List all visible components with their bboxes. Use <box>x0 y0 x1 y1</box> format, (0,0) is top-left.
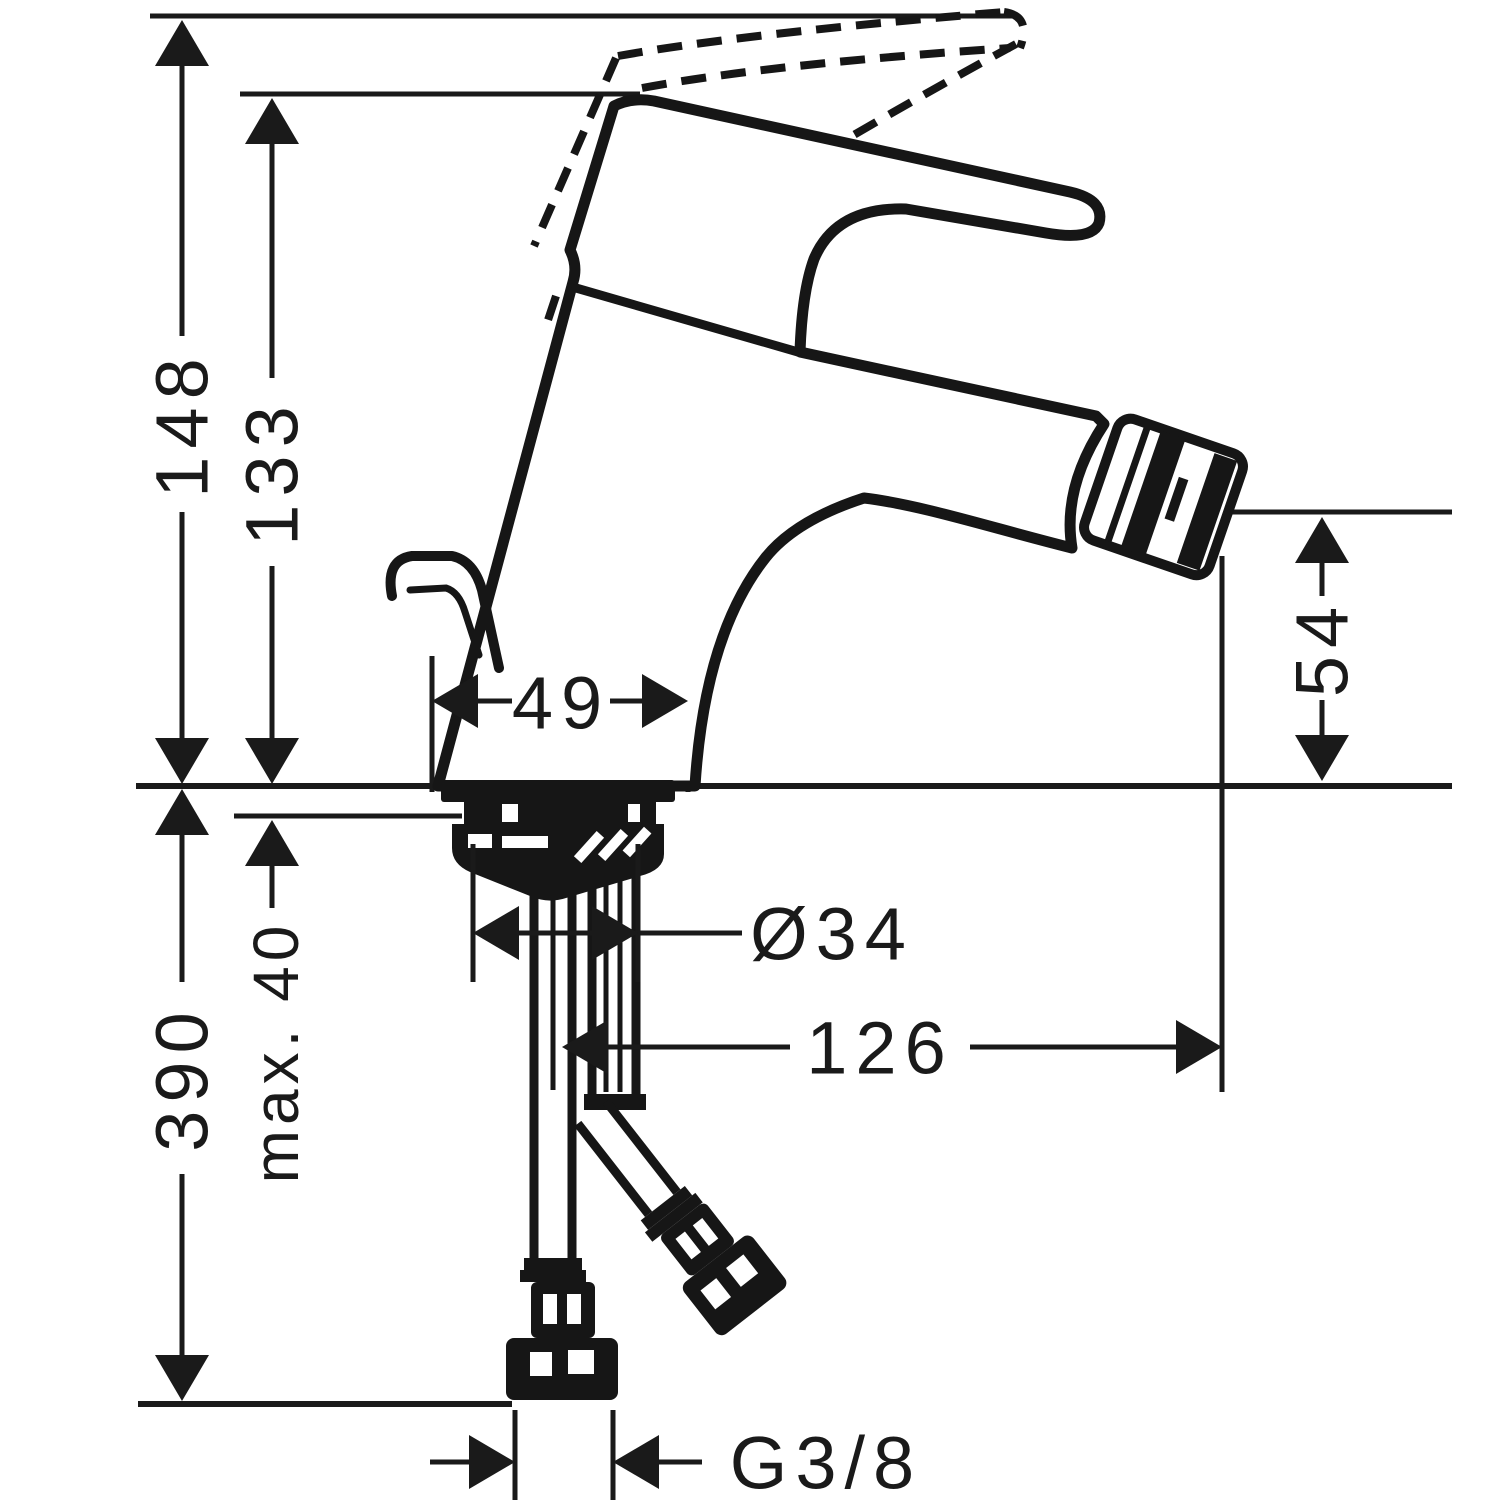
supply-hose-angled <box>574 1098 787 1336</box>
aerator <box>1079 413 1248 581</box>
dim-label-base-diameter: Ø34 <box>750 893 914 976</box>
dim-height-to-spout: 133 <box>231 98 314 784</box>
dim-overall-height: 148 <box>141 20 224 784</box>
handle-body-seam <box>571 283 803 357</box>
dim-label-base-width: 49 <box>512 662 610 745</box>
dim-label-spout-reach: 126 <box>806 1007 953 1090</box>
dim-label-max-mounting-thickness: max. 40 <box>240 921 312 1184</box>
dim-max-mounting-thickness: max. 40 <box>240 820 312 1183</box>
dim-label-height-to-spout: 133 <box>231 398 314 545</box>
supply-hose-vertical <box>506 872 618 1400</box>
dim-label-overall-height: 148 <box>141 350 224 497</box>
dim-spout-reach: 126 <box>562 1007 1222 1090</box>
dim-supply-thread: G3/8 <box>430 1410 922 1500</box>
dim-label-connection-length: 390 <box>141 1004 224 1151</box>
dim-outlet-height: 54 <box>1281 517 1364 781</box>
dim-base-width: 49 <box>432 662 688 745</box>
pop-up-rod <box>385 551 504 673</box>
faucet-body <box>432 94 1110 792</box>
dim-base-diameter: Ø34 <box>470 844 914 982</box>
dim-label-supply-thread: G3/8 <box>730 1422 922 1500</box>
reference-lines <box>136 13 1452 1407</box>
dim-label-outlet-height: 54 <box>1281 599 1364 697</box>
dim-connection-length: 390 <box>141 789 224 1401</box>
